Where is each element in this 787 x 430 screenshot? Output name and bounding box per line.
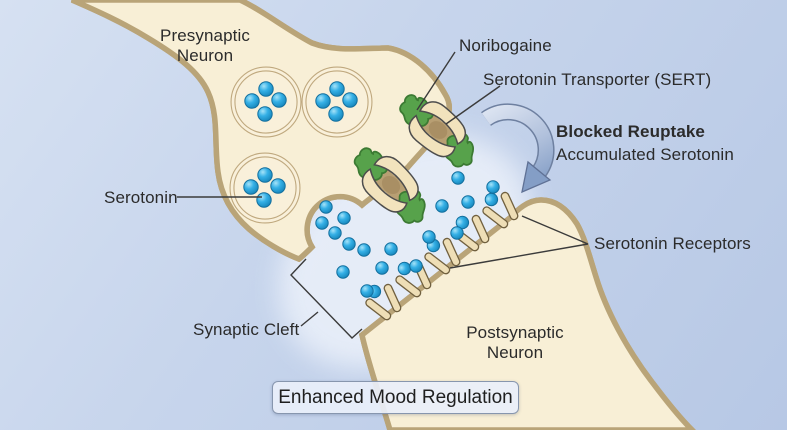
label-connector-lines — [177, 51, 589, 339]
accumulated-serotonin-label: Accumulated Serotonin — [556, 145, 734, 164]
serotonin-receptors-label: Serotonin Receptors — [594, 234, 751, 253]
noribogaine-label: Noribogaine — [459, 36, 552, 55]
synaptic-cleft-bracket — [290, 258, 363, 339]
synaptic-vesicle — [232, 155, 298, 221]
caption-box: Enhanced Mood Regulation — [272, 381, 519, 414]
postsynaptic-neuron-label: Postsynaptic Neuron — [466, 323, 564, 362]
receptors-label-lines — [449, 215, 589, 269]
blocked-reuptake-arrow — [481, 103, 555, 194]
presynaptic-neuron-label: Presynaptic Neuron — [160, 26, 250, 65]
caption-text: Enhanced Mood Regulation — [278, 386, 513, 408]
sert-label: Serotonin Transporter (SERT) — [483, 70, 712, 89]
synaptic-vesicle — [304, 69, 370, 135]
synaptic-vesicle — [233, 69, 299, 135]
synaptic-cleft-label: Synaptic Cleft — [193, 320, 300, 339]
sert-label-line — [445, 85, 501, 125]
serotonin-label: Serotonin — [104, 188, 178, 207]
noribogaine-label-line — [416, 51, 456, 111]
blocked-reuptake-label: Blocked Reuptake — [556, 122, 705, 141]
